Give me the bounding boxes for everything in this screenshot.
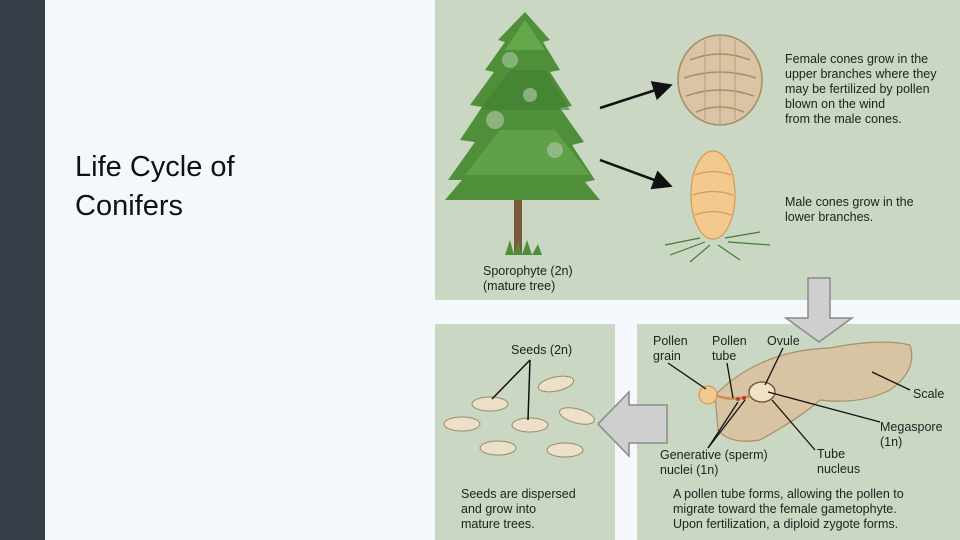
sporophyte-label: Sporophyte (2n) (483, 264, 573, 278)
fertilization-caption: A pollen tube forms, allowing the pollen… (673, 487, 904, 531)
ovule-label: Ovule (767, 334, 800, 348)
male-cone-description: Male cones grow in the lower branches. (785, 195, 914, 224)
pollen-grain-label: Pollen grain (653, 334, 688, 363)
generative-nuclei-label: Generative (sperm) nuclei (1n) (660, 448, 768, 477)
pollen-tube-label: Pollen tube (712, 334, 747, 363)
seeds-illustration (443, 375, 595, 458)
leader-lines (667, 347, 911, 451)
scale-label: Scale (913, 387, 945, 401)
female-cone-description: Female cones grow in the upper branches … (785, 52, 937, 126)
mature-tree-illustration (445, 12, 600, 255)
arrow-down (783, 277, 855, 343)
megaspore-label: Megaspore (1n) (880, 420, 943, 449)
female-cone-illustration (677, 34, 763, 126)
arrow-to-male-cone (599, 158, 673, 190)
slide-title: Life Cycle of Conifers (75, 151, 235, 222)
male-cone-illustration (664, 150, 771, 263)
slide-sidebar (0, 0, 45, 540)
sporophyte-sublabel: (mature tree) (483, 279, 556, 293)
seeds-label: Seeds (2n) (511, 343, 573, 357)
tube-nucleus-label: Tube nucleus (817, 447, 861, 476)
arrow-left (596, 390, 668, 458)
arrow-to-female-cone (599, 81, 673, 110)
cone-scale-illustration (698, 341, 913, 442)
seeds-caption: Seeds are dispersed and grow into mature… (461, 487, 576, 531)
